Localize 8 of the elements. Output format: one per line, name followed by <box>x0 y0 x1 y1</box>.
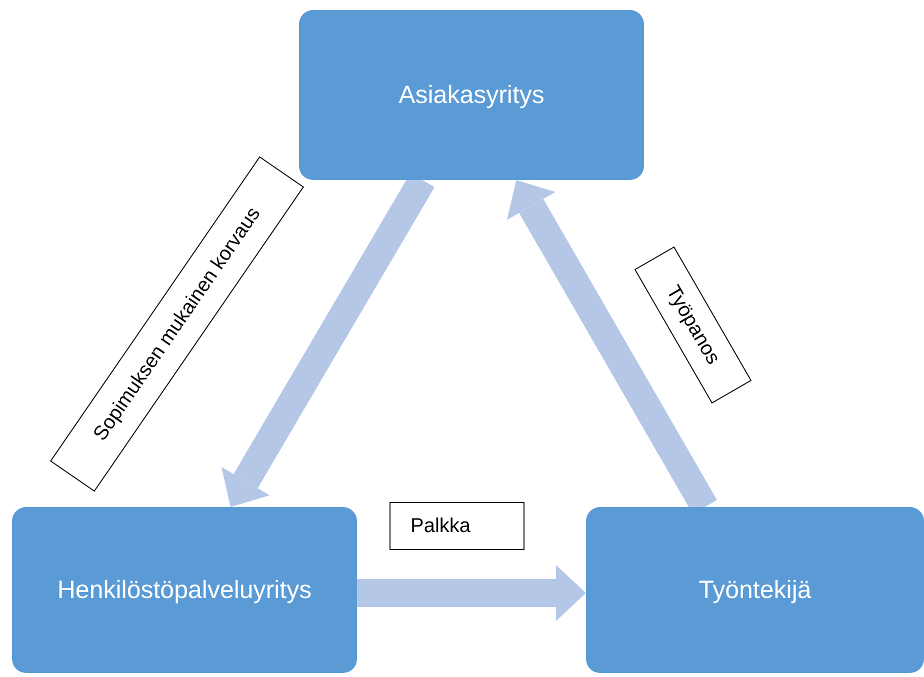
box-label: Asiakasyritys <box>398 80 544 110</box>
box-label: Henkilöstöpalveluyritys <box>57 575 312 605</box>
process-box <box>12 507 357 673</box>
block-arrow <box>357 565 586 621</box>
box-label: Työntekijä <box>698 575 812 605</box>
process-box <box>299 10 644 180</box>
process-box <box>586 507 924 673</box>
edge-label: Palkka <box>390 502 524 550</box>
